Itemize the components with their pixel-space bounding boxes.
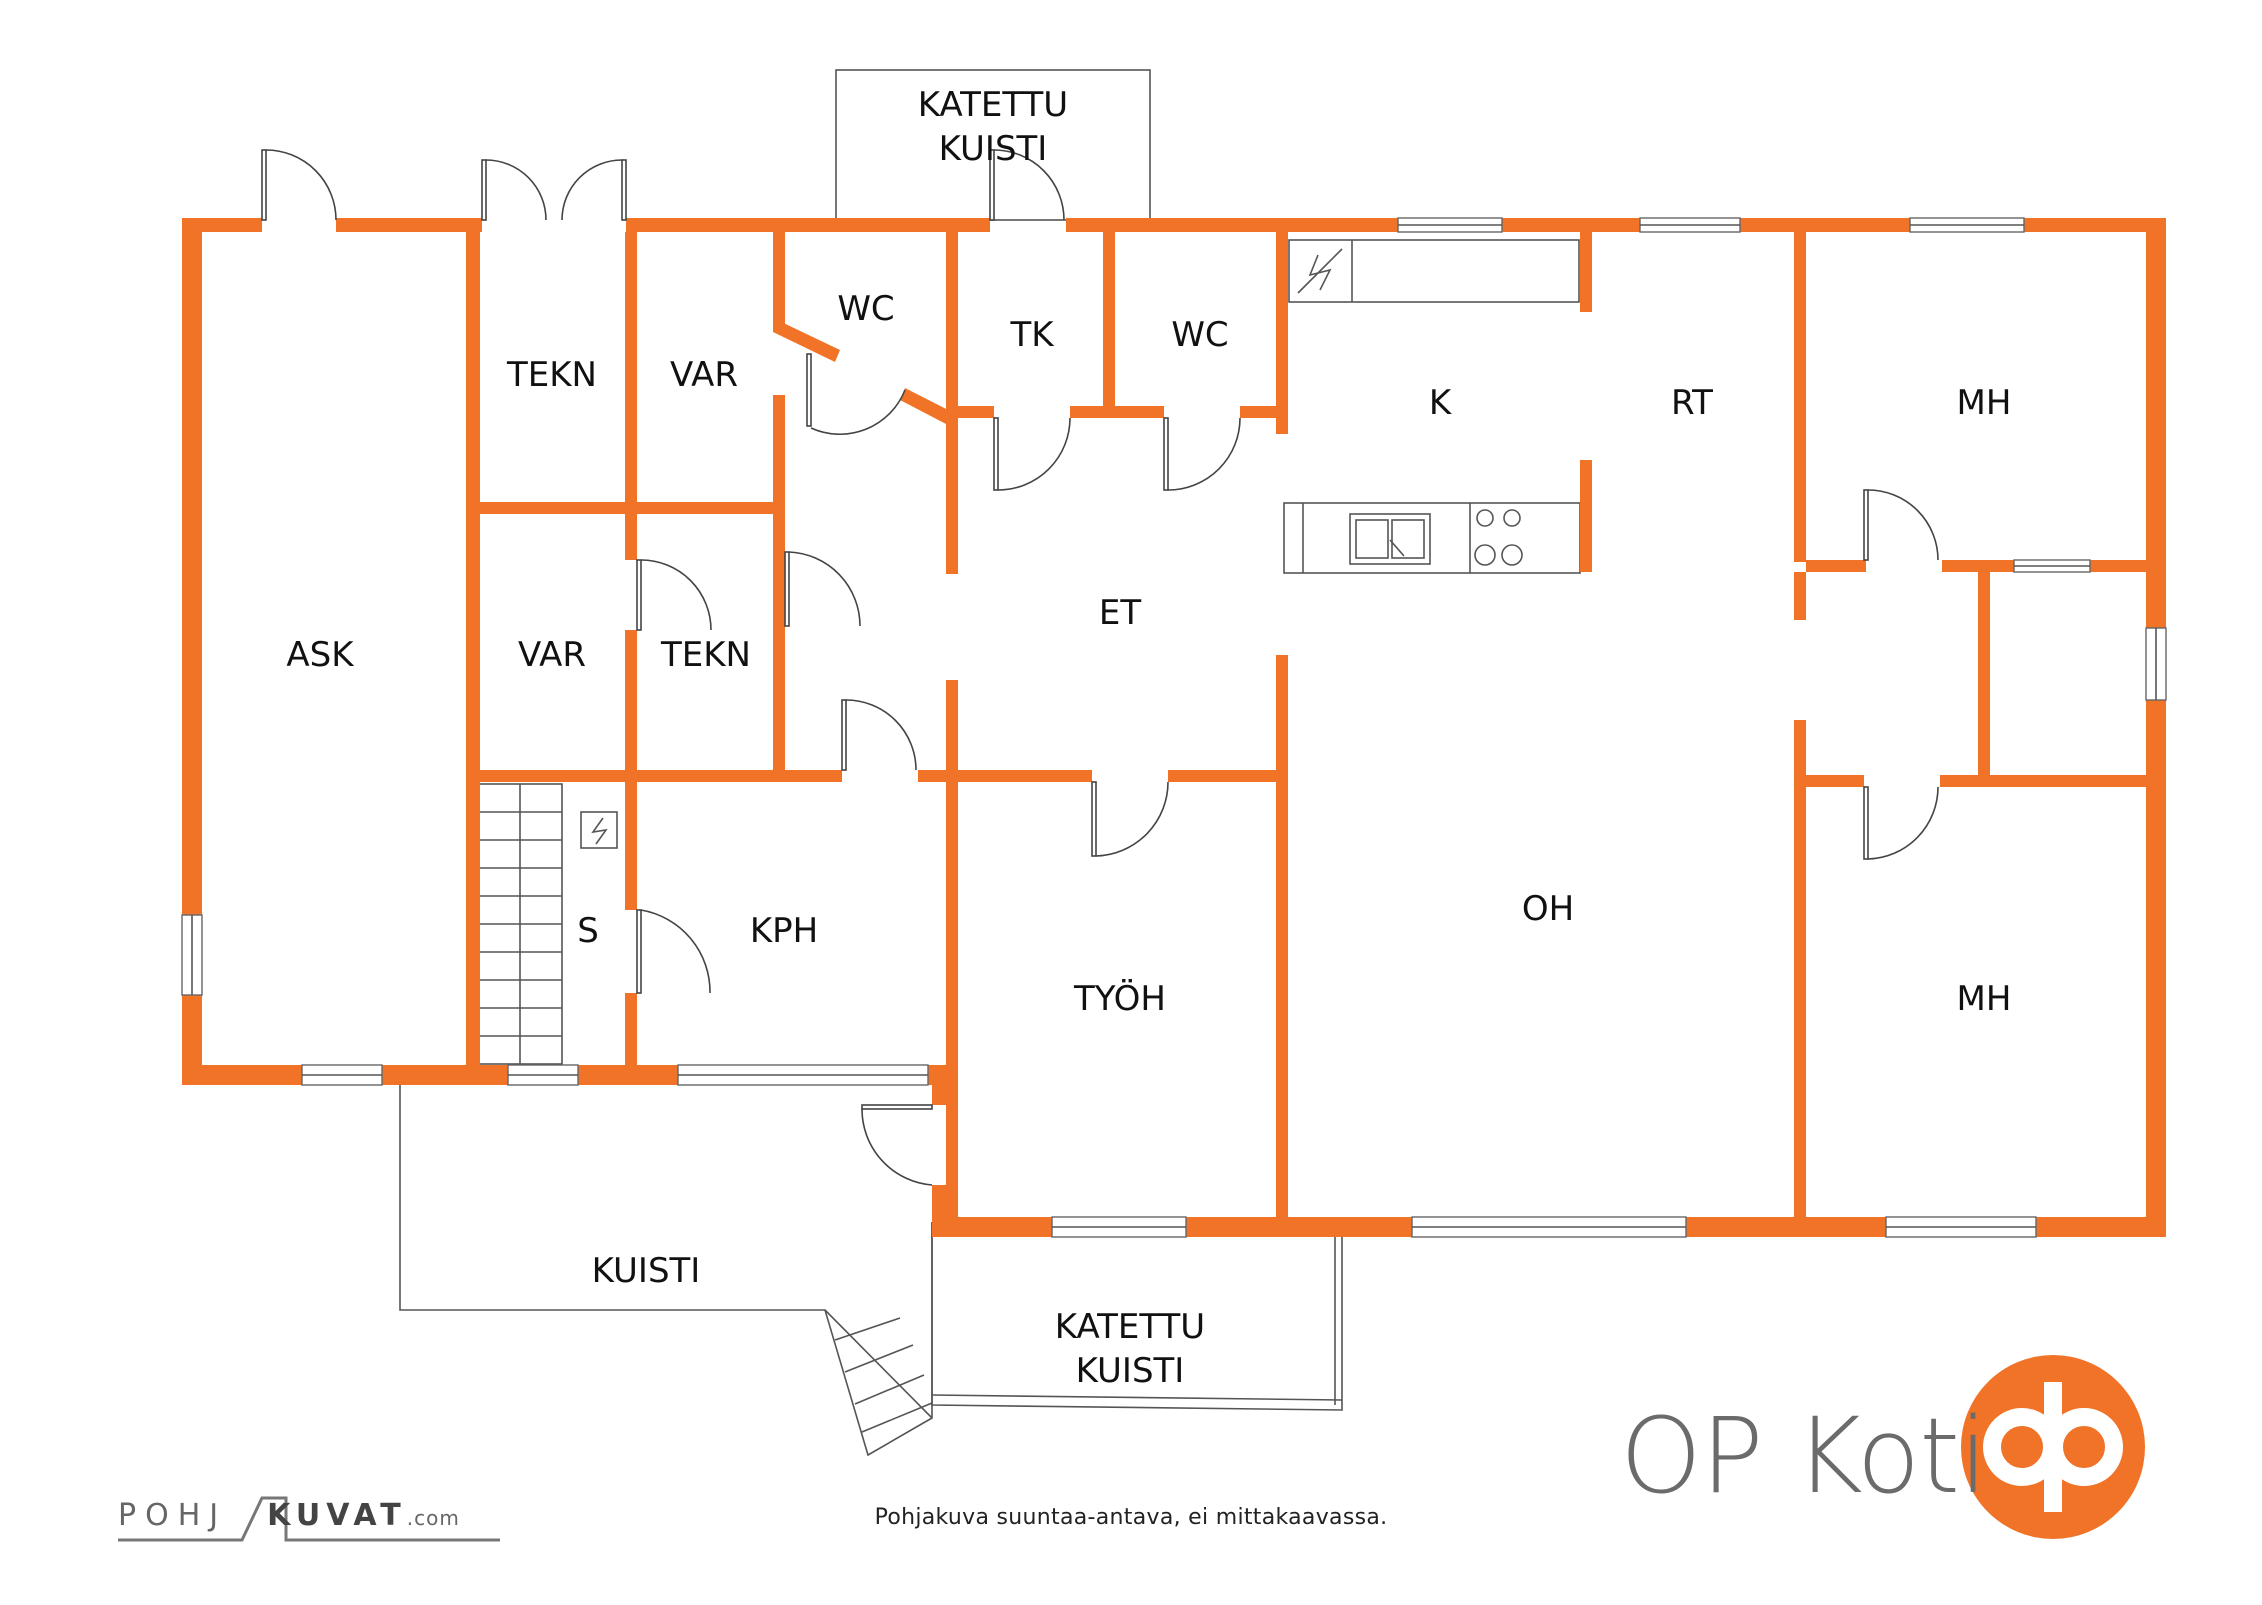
kitchen-fixtures — [580, 239, 1581, 849]
room-label-var: VAR — [670, 355, 738, 395]
watermark-part1: POHJ — [118, 1498, 228, 1533]
room-label-et: ET — [1099, 593, 1141, 633]
room-label-kph: KPH — [750, 911, 818, 951]
room-label-mh: MH — [1957, 383, 2012, 423]
room-label-var-2: VAR — [518, 635, 586, 675]
room-label-wc: WC — [837, 289, 894, 329]
room-label-tk: TK — [1009, 315, 1055, 355]
room-label-ask: ASK — [286, 635, 355, 675]
indoor-stairs — [477, 783, 563, 1065]
brand-text: OP Koti — [1620, 1395, 1988, 1517]
watermark-part3: .com — [406, 1506, 460, 1530]
room-label-katettu-kuisti-bottom: KATETTU — [1055, 1307, 1205, 1347]
watermark-underline — [118, 1496, 500, 1542]
doors — [261, 149, 1939, 1186]
room-label-kuisti: KUISTI — [592, 1251, 701, 1291]
room-label-tekn-2: TEKN — [660, 635, 751, 675]
room-label-tyoh: TYÖH — [1073, 978, 1166, 1019]
walls — [182, 218, 2166, 1237]
watermark-part2: KUVAT — [267, 1498, 407, 1533]
room-labels: KATETTU KUISTI ASK TEKN VAR WC TK WC K R… — [286, 85, 2011, 1391]
room-label-wc-2: WC — [1171, 315, 1228, 355]
room-label-katettu-kuisti-top: KUISTI — [939, 129, 1048, 169]
porch-outlines — [399, 69, 1343, 1457]
room-label-tekn: TEKN — [506, 355, 597, 395]
room-label-katettu-kuisti-top: KATETTU — [918, 85, 1068, 125]
room-label-katettu-kuisti-bottom: KUISTI — [1076, 1351, 1185, 1391]
windows — [181, 217, 2167, 1238]
room-label-rt: RT — [1671, 383, 1713, 423]
room-label-k: K — [1429, 383, 1453, 423]
op-logo-icon — [1961, 1355, 2145, 1539]
room-label-s: S — [577, 911, 599, 951]
disclaimer: Pohjakuva suuntaa-antava, ei mittakaavas… — [874, 1505, 1388, 1530]
room-label-oh: OH — [1522, 889, 1574, 929]
room-label-mh-2: MH — [1957, 979, 2012, 1019]
watermark: POHJ KUVAT.com — [118, 1498, 460, 1533]
